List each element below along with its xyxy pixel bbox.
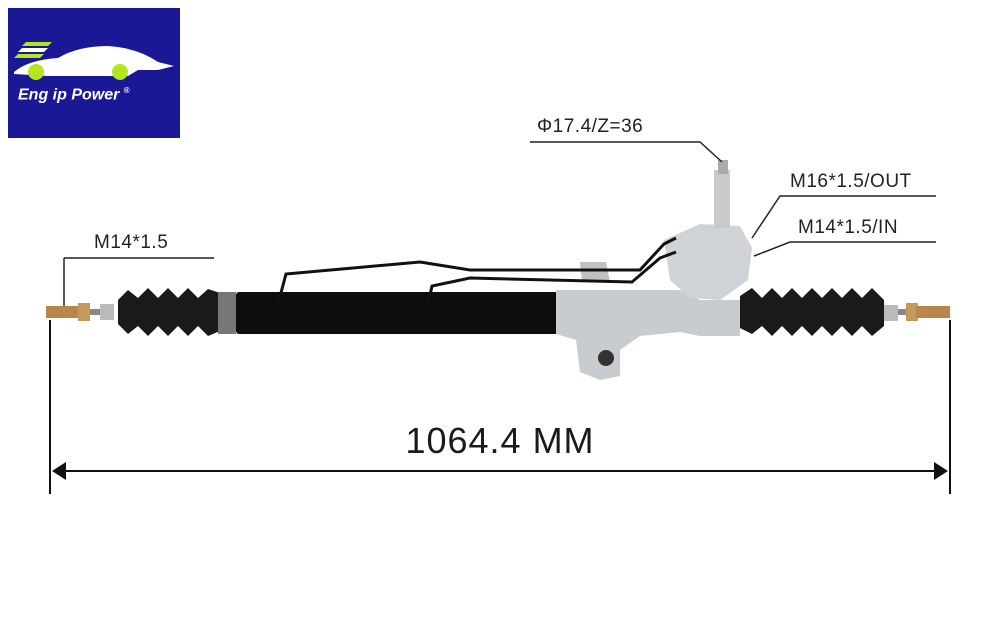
left-boot [118, 288, 236, 336]
in-port-label: M14*1.5/IN [798, 217, 899, 238]
brand-name: Eng ip Power ® [8, 86, 180, 104]
pinion-spec-label: Φ17.4/Z=36 [537, 116, 644, 137]
callout-leaders [63, 141, 936, 306]
rack-housing [556, 160, 752, 380]
out-port-label: M16*1.5/OUT [790, 171, 912, 192]
dimension-line [49, 320, 951, 494]
hydraulic-lines [276, 236, 677, 305]
brand-name-text: Eng ip Power [18, 86, 120, 104]
right-tie-rod [884, 303, 950, 321]
registered-mark: ® [123, 86, 130, 95]
left-tie-rod [46, 303, 114, 321]
tie-rod-thread-label: M14*1.5 [94, 232, 169, 253]
right-boot [740, 288, 884, 336]
total-length-label: 1064.4 MM [405, 420, 595, 461]
out-port-leader [751, 195, 790, 239]
in-port-leader [753, 241, 796, 257]
rack-tube [236, 292, 558, 334]
pinion-leader [530, 141, 723, 163]
brand-logo [8, 8, 180, 138]
